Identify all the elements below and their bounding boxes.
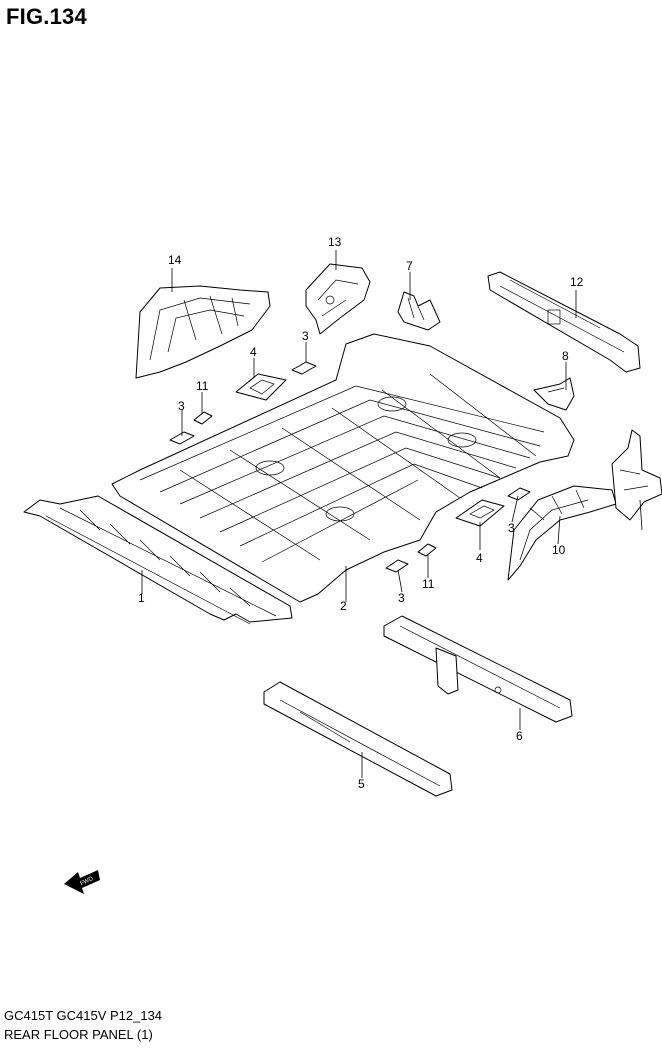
part-11-patch-a[interactable] [193, 411, 213, 425]
part-8-bracket[interactable] [533, 377, 575, 411]
callout-11b: 11 [422, 577, 435, 591]
callout-5: 5 [358, 777, 365, 791]
part-14-side-bracket[interactable] [611, 429, 662, 521]
callout-4a: 4 [250, 345, 257, 359]
part-12-cross-member[interactable] [487, 271, 641, 373]
callout-4b: 4 [476, 551, 483, 565]
callout-1: 1 [138, 591, 145, 605]
fwd-arrow-label: FWD [80, 876, 96, 887]
part-3-patch-b[interactable] [169, 431, 195, 445]
callout-2: 2 [340, 599, 347, 613]
callout-13: 13 [328, 235, 342, 249]
callout-12: 12 [570, 275, 584, 289]
part-9-wheelhouse-left[interactable] [135, 285, 271, 379]
part-1-floor-cross-panel[interactable] [23, 495, 293, 625]
part-11-patch-b[interactable] [417, 543, 437, 557]
callout-3a: 3 [302, 329, 309, 343]
part-4-plate-upper[interactable] [235, 373, 287, 401]
callouts: 14 13 7 12 8 4 3 11 3 1 2 3 4 10 11 3 6 … [138, 235, 584, 791]
callout-3d: 3 [398, 591, 405, 605]
figure-title: FIG.134 [6, 4, 87, 29]
callout-3b: 3 [178, 399, 185, 413]
callout-8: 8 [562, 349, 569, 363]
fwd-arrow-icon: FWD [64, 870, 100, 894]
figure-caption: REAR FLOOR PANEL (1) [4, 1027, 153, 1042]
part-3-patch-d[interactable] [385, 559, 409, 573]
part-5-cross-member-lower[interactable] [263, 681, 453, 797]
callout-6: 6 [516, 729, 523, 743]
part-3-patch-c[interactable] [507, 487, 531, 501]
leader-lines [141, 250, 643, 778]
callout-11a: 11 [196, 379, 209, 393]
part-3-patch-a[interactable] [291, 361, 317, 375]
part-10-wheelhouse-outer[interactable] [507, 485, 617, 581]
part-4-plate-lower[interactable] [455, 499, 505, 527]
model-code: GC415T GC415V P12_134 [4, 1008, 163, 1023]
callout-3c: 3 [508, 521, 515, 535]
part-13-bracket[interactable] [305, 263, 371, 335]
part-7-gusset[interactable] [397, 291, 441, 331]
part-6-cross-member-lower[interactable] [383, 615, 573, 723]
part-2-rear-floor-panel[interactable] [111, 333, 575, 603]
callout-10: 10 [552, 543, 566, 557]
callout-9: 14 [168, 253, 182, 267]
callout-7: 7 [406, 259, 413, 273]
